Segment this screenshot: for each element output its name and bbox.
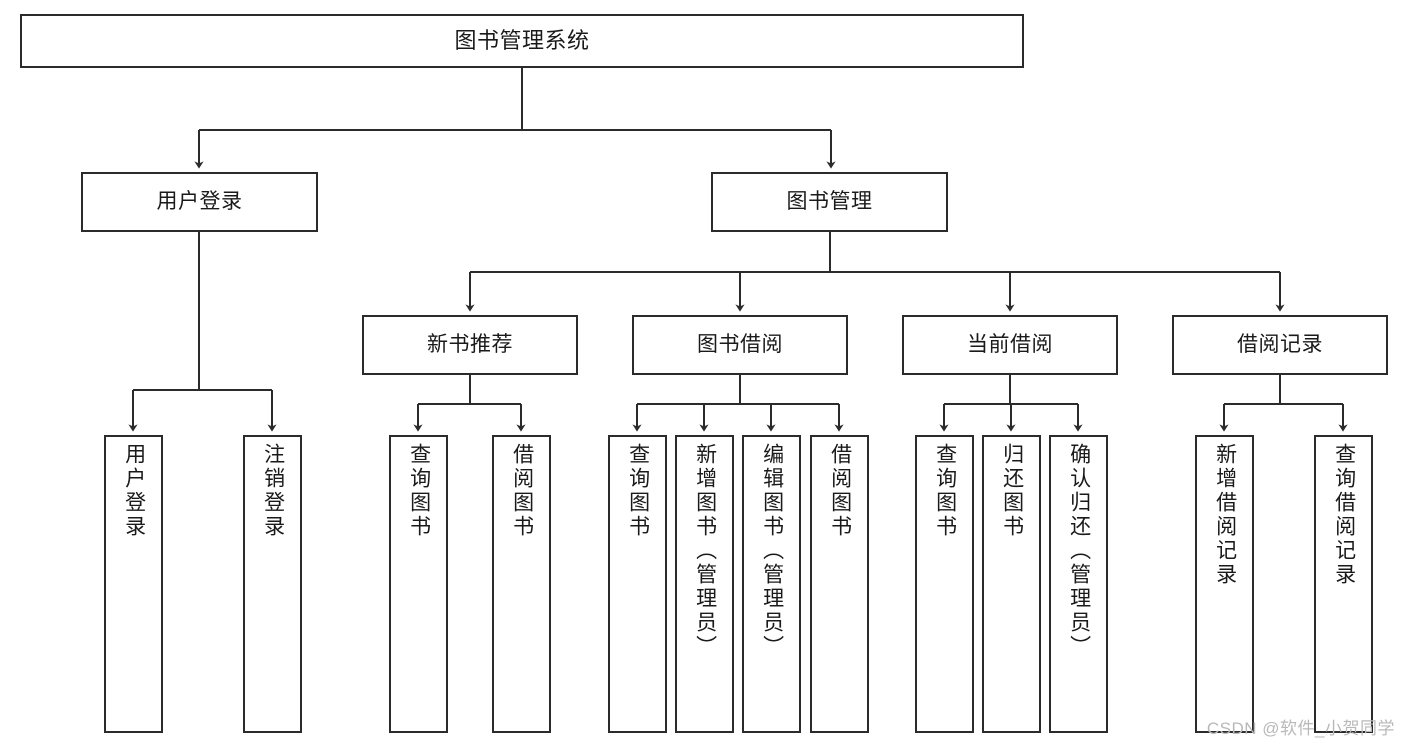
- leaf-edit-book-admin[interactable]: 编辑图书（管理员）: [742, 435, 801, 733]
- node-label: 查询图书: [407, 443, 431, 539]
- leaf-logout[interactable]: 注销登录: [243, 435, 302, 733]
- node-label: 图书管理系统: [454, 28, 590, 54]
- node-label: 用户登录: [122, 443, 146, 539]
- node-label: 归还图书: [1000, 443, 1024, 539]
- node-label: 查询借阅记录: [1332, 443, 1356, 587]
- node-book-management[interactable]: 图书管理: [711, 172, 948, 232]
- leaf-search-books-current[interactable]: 查询图书: [915, 435, 974, 733]
- leaf-search-books-recommendation[interactable]: 查询图书: [389, 435, 448, 733]
- node-label: 借阅记录: [1237, 332, 1323, 356]
- node-label: 用户登录: [156, 189, 243, 213]
- node-user-login[interactable]: 用户登录: [81, 172, 318, 232]
- node-label: 确认归还（管理员）: [1067, 443, 1091, 659]
- node-label: 新书推荐: [427, 332, 513, 356]
- leaf-search-borrowing-record[interactable]: 查询借阅记录: [1314, 435, 1373, 733]
- node-borrowing-records[interactable]: 借阅记录: [1172, 315, 1388, 375]
- leaf-borrow-books-recommendation[interactable]: 借阅图书: [492, 435, 551, 733]
- node-book-borrowing[interactable]: 图书借阅: [632, 315, 848, 375]
- node-label: 图书借阅: [697, 332, 783, 356]
- leaf-user-login[interactable]: 用户登录: [104, 435, 163, 733]
- node-label: 当前借阅: [967, 332, 1053, 356]
- node-current-borrowing[interactable]: 当前借阅: [902, 315, 1118, 375]
- node-label: 图书管理: [786, 189, 873, 213]
- node-label: 新增图书（管理员）: [693, 443, 717, 659]
- node-label: 注销登录: [261, 443, 285, 539]
- node-label: 查询图书: [626, 443, 650, 539]
- leaf-confirm-return-admin[interactable]: 确认归还（管理员）: [1049, 435, 1108, 733]
- leaf-borrow-books-borrowing[interactable]: 借阅图书: [810, 435, 869, 733]
- node-label: 查询图书: [933, 443, 957, 539]
- node-label: 新增借阅记录: [1213, 443, 1237, 587]
- node-label: 编辑图书（管理员）: [760, 443, 784, 659]
- leaf-return-books[interactable]: 归还图书: [982, 435, 1041, 733]
- node-label: 借阅图书: [510, 443, 534, 539]
- leaf-search-books-borrowing[interactable]: 查询图书: [608, 435, 667, 733]
- node-new-book-recommendation[interactable]: 新书推荐: [362, 315, 578, 375]
- watermark: CSDN @软件_小贺同学: [1206, 719, 1395, 738]
- leaf-add-borrowing-record[interactable]: 新增借阅记录: [1195, 435, 1254, 733]
- node-label: 借阅图书: [828, 443, 852, 539]
- node-root-book-management-system[interactable]: 图书管理系统: [20, 14, 1024, 68]
- leaf-add-book-admin[interactable]: 新增图书（管理员）: [675, 435, 734, 733]
